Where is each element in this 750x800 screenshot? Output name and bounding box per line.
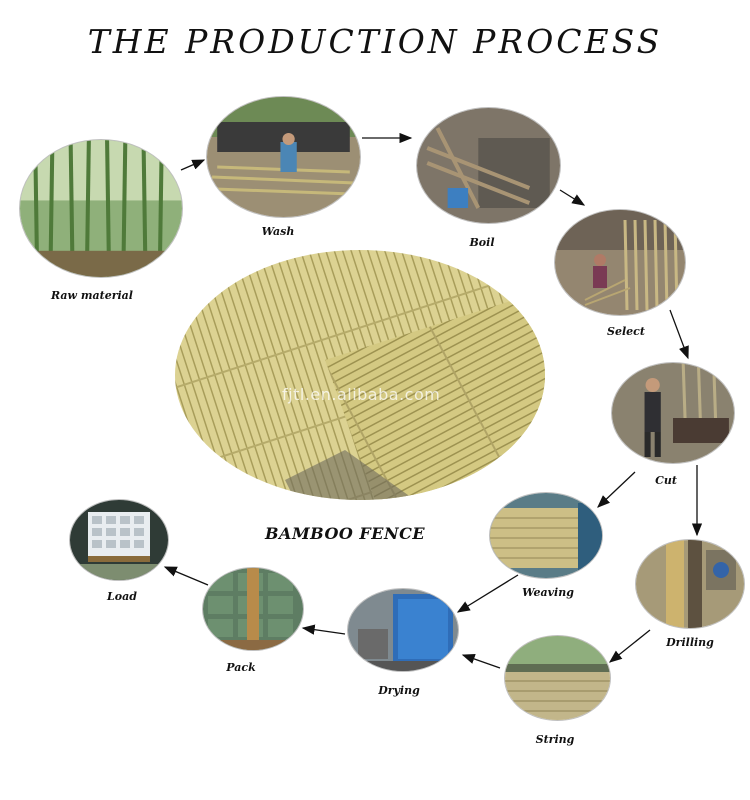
step-label-cut: Cut <box>655 474 677 487</box>
weaving-photo <box>490 493 602 578</box>
page-title: THE PRODUCTION PROCESS <box>87 22 663 61</box>
step-label-load: Load <box>107 590 137 603</box>
step-label-wash: Wash <box>261 225 295 238</box>
arrow-cut-to-weaving <box>597 471 636 508</box>
step-label-drilling: Drilling <box>666 636 714 649</box>
step-label-boil: Boil <box>469 236 495 249</box>
step-label-drying: Drying <box>378 684 420 697</box>
step-label-raw-material: Raw material <box>51 289 133 302</box>
drying-photo <box>348 589 458 671</box>
arrow-raw-to-wash <box>180 159 206 171</box>
select-photo <box>555 210 685 315</box>
bamboo-fence-photo <box>175 250 545 500</box>
step-label-string: String <box>535 733 575 746</box>
arrow-boil-to-select <box>559 189 586 206</box>
arrow-drilling-to-string <box>608 629 651 663</box>
watermark: fjtl.en.alibaba.com <box>282 385 441 404</box>
raw-material-photo <box>20 140 182 277</box>
arrow-string-to-drying <box>461 653 501 669</box>
cut-photo <box>612 363 734 463</box>
step-label-weaving: Weaving <box>522 586 574 599</box>
center-label: BAMBOO FENCE <box>265 524 426 543</box>
arrow-select-to-cut <box>669 309 689 360</box>
load-photo <box>70 500 168 580</box>
step-label-pack: Pack <box>226 661 256 674</box>
boil-photo <box>417 108 560 223</box>
arrow-drying-to-pack <box>301 624 346 635</box>
step-label-select: Select <box>607 325 645 338</box>
string-photo <box>505 636 610 720</box>
arrow-weaving-to-drying <box>456 574 519 613</box>
wash-photo <box>207 97 360 217</box>
drilling-photo <box>636 540 744 628</box>
pack-photo <box>203 568 303 650</box>
arrow-pack-to-load <box>163 566 209 586</box>
